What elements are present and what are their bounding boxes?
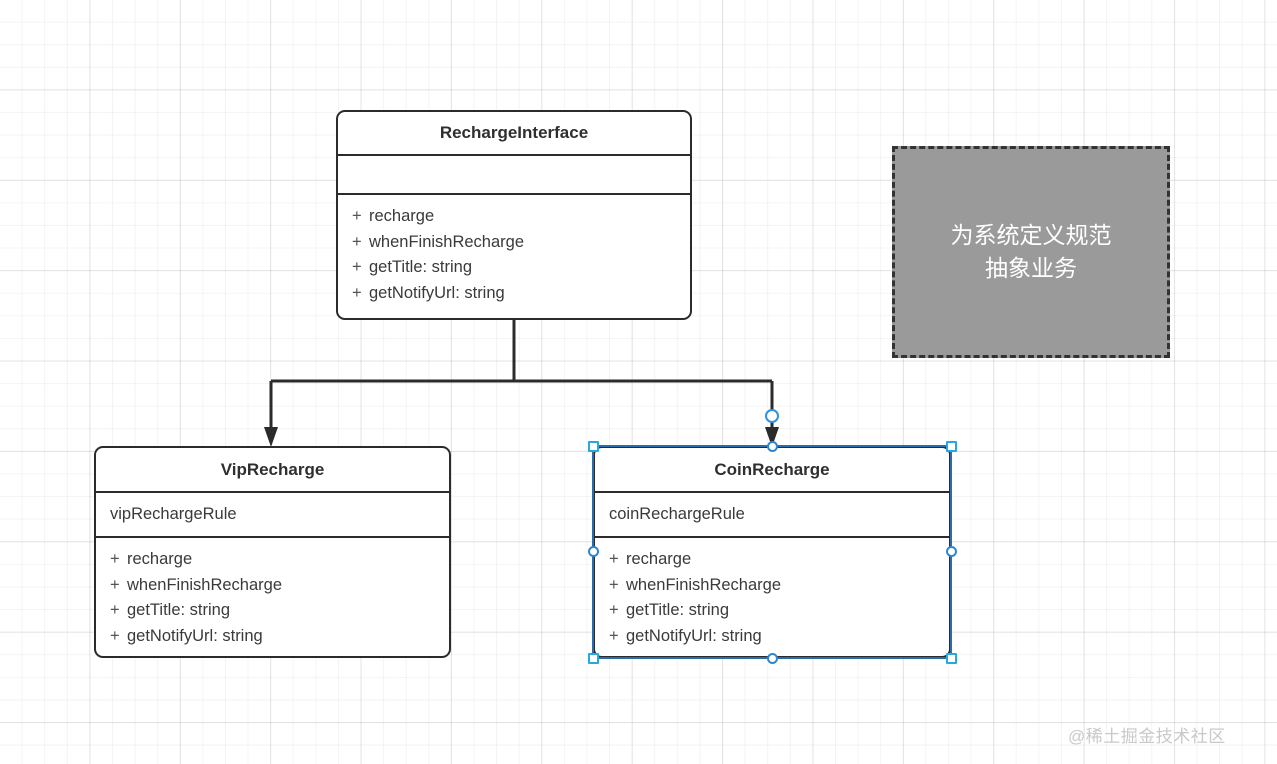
class-name-recharge-interface: RechargeInterface	[338, 112, 690, 156]
method-label: getTitle: string	[626, 601, 730, 619]
resize-handle-top-right[interactable]	[946, 441, 957, 452]
uml-class-recharge-interface[interactable]: RechargeInterface + recharge + whenFinishR…	[336, 110, 692, 320]
uml-class-coin-recharge[interactable]: CoinRecharge coinRechargeRule + recharge …	[593, 446, 951, 658]
uml-class-vip-recharge[interactable]: VipRecharge vipRechargeRule + recharge + w…	[94, 446, 451, 658]
visibility-marker: +	[110, 626, 120, 645]
visibility-marker: +	[110, 601, 120, 619]
connector-endpoint-handle[interactable]	[765, 409, 779, 423]
note-spec-note[interactable]: 为系统定义规范 抽象业务	[892, 146, 1170, 358]
method-label: recharge	[626, 550, 692, 568]
visibility-marker: +	[609, 626, 619, 645]
resize-handle-top-center[interactable]	[767, 441, 778, 452]
method-label: whenFinishRecharge	[127, 575, 283, 594]
method-row: + getNotifyUrl: string	[609, 624, 935, 649]
visibility-marker: +	[352, 232, 362, 251]
method-row: + whenFinishRecharge	[110, 573, 435, 598]
method-row: + getTitle: string	[110, 598, 435, 623]
method-label: getTitle: string	[127, 601, 231, 619]
class-attributes-vip-recharge: vipRechargeRule	[96, 493, 449, 538]
attribute-row: vipRechargeRule	[110, 505, 237, 524]
method-label: whenFinishRecharge	[369, 232, 525, 251]
method-row: + whenFinishRecharge	[609, 573, 935, 598]
class-attributes-recharge-interface	[338, 156, 690, 195]
method-row: + getNotifyUrl: string	[110, 624, 435, 649]
note-line-2: 抽象业务	[985, 255, 1077, 281]
class-methods-vip-recharge: + recharge + whenFinishRecharge + getTitle:…	[96, 538, 449, 656]
resize-handle-middle-right[interactable]	[946, 546, 957, 557]
method-label: getNotifyUrl: string	[127, 626, 263, 645]
resize-handle-bottom-left[interactable]	[588, 653, 599, 664]
class-name-coin-recharge: CoinRecharge	[595, 448, 949, 493]
class-methods-coin-recharge: + recharge + whenFinishRecharge + getTitle:…	[595, 538, 949, 656]
resize-handle-middle-left[interactable]	[588, 546, 599, 557]
method-row: + getTitle: string	[609, 598, 935, 623]
method-label: recharge	[127, 550, 193, 568]
method-label: whenFinishRecharge	[626, 575, 782, 594]
visibility-marker: +	[352, 283, 362, 302]
method-label: getTitle: string	[369, 258, 473, 276]
class-name-vip-recharge: VipRecharge	[96, 448, 449, 493]
watermark: @稀土掘金技术社区	[1068, 727, 1226, 746]
visibility-marker: +	[609, 601, 619, 619]
visibility-marker: +	[110, 550, 120, 568]
visibility-marker: +	[352, 207, 362, 225]
attribute-row: coinRechargeRule	[609, 505, 745, 524]
resize-handle-bottom-right[interactable]	[946, 653, 957, 664]
method-row: + getNotifyUrl: string	[352, 281, 676, 306]
visibility-marker: +	[352, 258, 362, 276]
note-line-1: 为系统定义规范	[950, 222, 1112, 248]
class-attributes-coin-recharge: coinRechargeRule	[595, 493, 949, 538]
visibility-marker: +	[609, 550, 619, 568]
method-row: + recharge	[110, 547, 435, 572]
method-label: getNotifyUrl: string	[626, 626, 762, 645]
visibility-marker: +	[609, 575, 619, 594]
method-row: + getTitle: string	[352, 255, 676, 280]
resize-handle-top-left[interactable]	[588, 441, 599, 452]
class-methods-recharge-interface: + recharge + whenFinishRecharge + getTitle:…	[338, 195, 690, 318]
method-row: + whenFinishRecharge	[352, 230, 676, 255]
resize-handle-bottom-center[interactable]	[767, 653, 778, 664]
visibility-marker: +	[110, 575, 120, 594]
note-text: 为系统定义规范 抽象业务	[951, 219, 1112, 285]
method-row: + recharge	[352, 204, 676, 229]
method-label: getNotifyUrl: string	[369, 283, 505, 302]
method-row: + recharge	[609, 547, 935, 572]
method-label: recharge	[369, 207, 435, 225]
arrowhead-vip	[264, 427, 278, 447]
